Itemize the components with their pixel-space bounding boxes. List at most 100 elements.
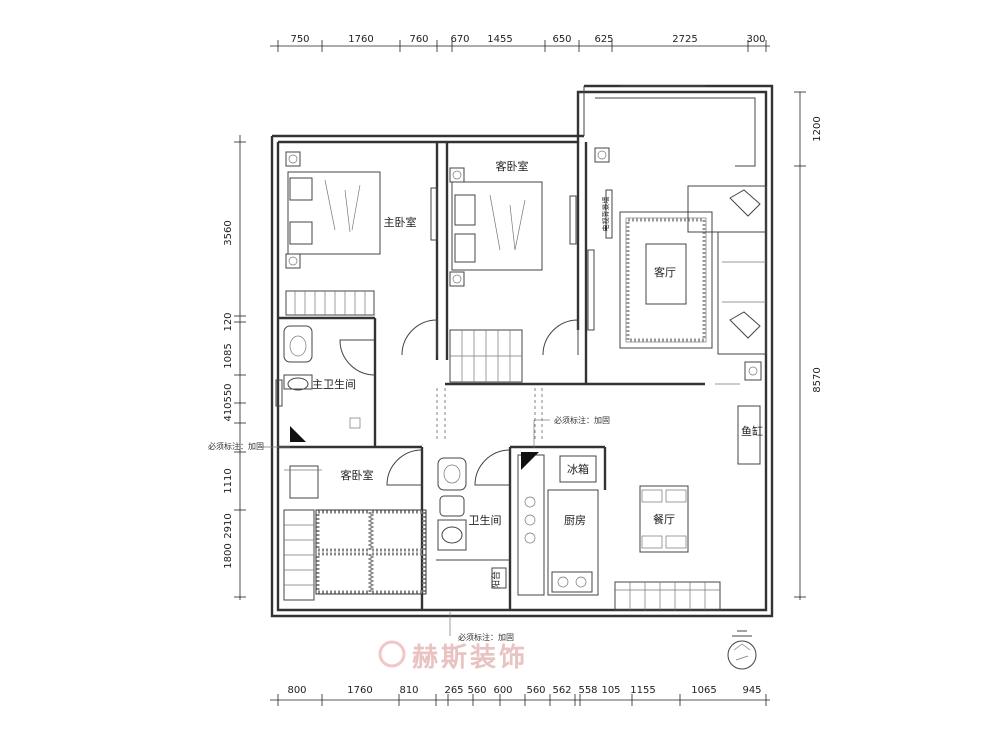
bed-tatami bbox=[315, 509, 427, 595]
kitchen-sink bbox=[551, 571, 593, 593]
kitchen-label: 厨房 bbox=[564, 514, 586, 527]
dining-table bbox=[639, 485, 689, 553]
sink bbox=[283, 325, 313, 363]
kitchen: 冰箱 厨房 bbox=[517, 452, 599, 596]
guest-bedroom-bottom: 客卧室 bbox=[283, 465, 427, 601]
sofa bbox=[717, 231, 767, 355]
bathroom: 阳台 卫生间 bbox=[437, 457, 507, 589]
dim-right-1: 8570 bbox=[812, 367, 823, 392]
double-bed bbox=[451, 181, 543, 271]
guest-bedroom-bottom-label: 客卧室 bbox=[341, 468, 374, 482]
master-bath: 主卫生间 bbox=[275, 325, 361, 442]
note-kitchen: 必须标注：加固 bbox=[554, 415, 610, 425]
counter-right bbox=[547, 489, 599, 596]
balcony-label: 阳台 bbox=[490, 571, 502, 589]
dim-left-1: 120 bbox=[223, 312, 234, 331]
watermark-text: 赫斯装饰 bbox=[412, 643, 528, 673]
dim-right-0: 1200 bbox=[812, 116, 823, 141]
balcony-cabinet bbox=[491, 567, 507, 589]
fridge bbox=[559, 455, 597, 483]
cushion bbox=[729, 189, 761, 217]
watermark: 赫斯装饰 bbox=[378, 640, 528, 673]
nightstand bbox=[285, 253, 301, 269]
dim-top-2: 760 bbox=[409, 34, 428, 45]
guest-bedroom-top-label: 客卧室 bbox=[496, 159, 529, 173]
nightstand bbox=[449, 167, 465, 183]
tv-wall-label: 电视背景墙 bbox=[601, 197, 610, 232]
living-room-label: 客厅 bbox=[654, 265, 676, 279]
master-bath-label: 主卫生间 bbox=[312, 377, 356, 391]
dim-bottom-0: 800 bbox=[287, 685, 306, 696]
watermark-logo-icon bbox=[378, 640, 406, 668]
left-dimension-chain: 3560 120 1085 550 410 1110 2910 1800 bbox=[223, 135, 246, 600]
dining-label: 餐厅 bbox=[653, 512, 675, 526]
dim-top-0: 750 bbox=[290, 34, 309, 45]
dim-bottom-2: 810 bbox=[399, 685, 418, 696]
note-bottom: 必须标注：加固 bbox=[458, 632, 514, 642]
tv-cabinet bbox=[430, 187, 438, 241]
dim-bottom-7: 562 bbox=[552, 685, 571, 696]
toilet bbox=[287, 377, 309, 391]
dim-bottom-4: 560 bbox=[467, 685, 486, 696]
dim-left-3: 550 bbox=[223, 383, 234, 402]
fridge-label: 冰箱 bbox=[567, 462, 589, 476]
dim-top-1: 1760 bbox=[348, 34, 373, 45]
dim-top-3: 670 bbox=[450, 34, 469, 45]
coffee-table bbox=[645, 243, 687, 305]
cushion bbox=[729, 311, 761, 339]
master-bedroom: 主卧室 bbox=[285, 151, 438, 316]
bathroom-label: 卫生间 bbox=[469, 513, 502, 527]
master-bedroom-label: 主卧室 bbox=[384, 215, 417, 229]
nightstand bbox=[449, 271, 465, 287]
desk bbox=[289, 465, 319, 499]
nightstand bbox=[285, 151, 301, 167]
dim-left-4: 410 bbox=[223, 402, 234, 421]
annotations: 必须标注：加固 必须标注：加固 必须标注：加固 bbox=[208, 415, 610, 642]
toilet-tank bbox=[283, 374, 313, 390]
rug bbox=[619, 211, 713, 349]
dim-bottom-12: 945 bbox=[742, 685, 761, 696]
dim-bottom-1: 1760 bbox=[347, 685, 372, 696]
dim-top-5: 650 bbox=[552, 34, 571, 45]
door-guest-bedroom bbox=[542, 319, 579, 356]
top-dimension-chain: 750 1760 760 670 1455 650 625 2725 300 bbox=[270, 34, 770, 52]
dim-top-4: 1455 bbox=[487, 34, 512, 45]
dim-left-0: 3560 bbox=[223, 220, 234, 245]
sink bbox=[437, 457, 467, 491]
door-master-bath bbox=[339, 339, 376, 376]
right-dimension-chain: 1200 8570 bbox=[794, 91, 823, 600]
dim-bottom-8: 558 bbox=[578, 685, 597, 696]
dim-left-7: 1800 bbox=[223, 543, 234, 568]
dim-left-5: 1110 bbox=[223, 468, 234, 493]
door-bathroom bbox=[474, 449, 511, 486]
doors bbox=[339, 319, 579, 486]
dim-left-2: 1085 bbox=[223, 343, 234, 368]
bottom-dimension-chain: 800 1760 810 265 560 600 560 562 558 105… bbox=[270, 685, 770, 706]
kitchen-corner-mark bbox=[521, 452, 539, 470]
toilet bbox=[437, 519, 467, 551]
fish-tank bbox=[737, 405, 761, 465]
dim-top-7: 2725 bbox=[672, 34, 697, 45]
dim-top-8: 300 bbox=[746, 34, 765, 45]
wardrobe bbox=[285, 290, 375, 316]
living-room: 电视背景墙 客厅 bbox=[587, 147, 767, 381]
door-bottom-bedroom bbox=[386, 449, 423, 486]
dim-bottom-3: 265 bbox=[444, 685, 463, 696]
shower-corner-mark bbox=[290, 426, 306, 442]
cabinet bbox=[614, 581, 721, 611]
double-bed bbox=[287, 171, 381, 255]
dim-bottom-6: 560 bbox=[526, 685, 545, 696]
guest-bedroom-top: 客卧室 bbox=[449, 159, 577, 383]
compass-icon bbox=[727, 630, 757, 670]
door-master-bedroom bbox=[401, 319, 438, 356]
note-left: 必须标注：加固 bbox=[208, 441, 264, 451]
dim-left-6: 2910 bbox=[223, 513, 234, 538]
dim-bottom-10: 1155 bbox=[630, 685, 655, 696]
dim-bottom-9: 105 bbox=[601, 685, 620, 696]
dim-bottom-5: 600 bbox=[493, 685, 512, 696]
fish-tank-label: 鱼缸 bbox=[741, 424, 763, 438]
tv-cabinet bbox=[569, 195, 577, 245]
dim-bottom-11: 1065 bbox=[691, 685, 716, 696]
